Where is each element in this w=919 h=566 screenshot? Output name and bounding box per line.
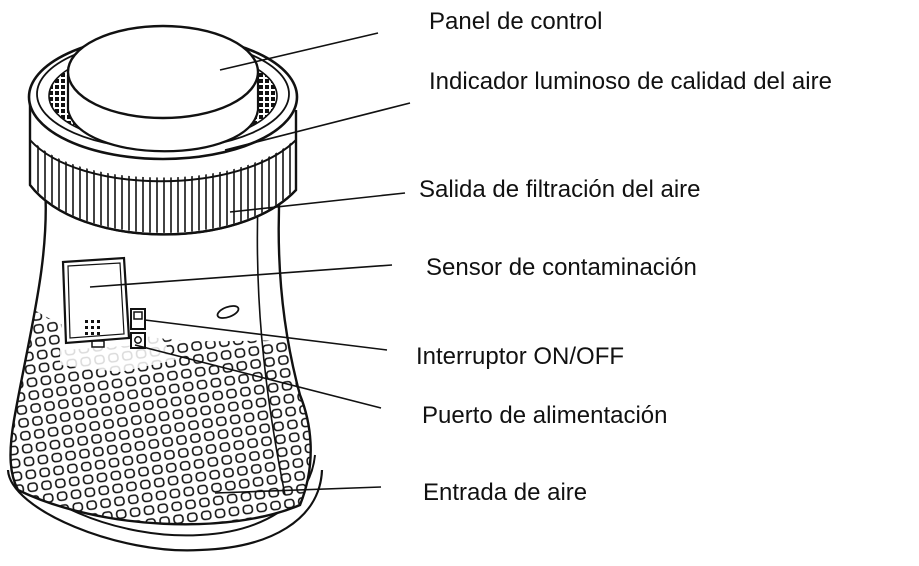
label-control-panel: Panel de control: [429, 8, 603, 35]
label-air-quality-indicator: Indicador luminoso de calidad del aire: [429, 68, 832, 95]
leader-lines: [89, 32, 411, 494]
label-air-inlet: Entrada de aire: [423, 479, 588, 506]
label-pollution-sensor: Sensor de contaminación: [426, 254, 697, 281]
leader-power: [134, 344, 382, 409]
on-off-switch: [130, 308, 146, 330]
leader-panel: [219, 32, 379, 71]
leader-indicator: [224, 102, 411, 151]
label-power-port: Puerto de alimentación: [422, 402, 668, 429]
label-on-off-switch: Interruptor ON/OFF: [416, 343, 625, 370]
oval-mark: [216, 305, 240, 319]
pollution-sensor: [61, 256, 131, 348]
base-ring: [6, 469, 324, 552]
leader-switch: [144, 319, 388, 351]
leader-inlet: [214, 486, 382, 494]
control-panel: [66, 24, 260, 153]
leader-sensor: [89, 264, 393, 288]
leader-outlet: [229, 192, 406, 213]
label-air-outlet: Salida de filtración del aire: [419, 176, 701, 203]
power-port: [130, 332, 146, 349]
